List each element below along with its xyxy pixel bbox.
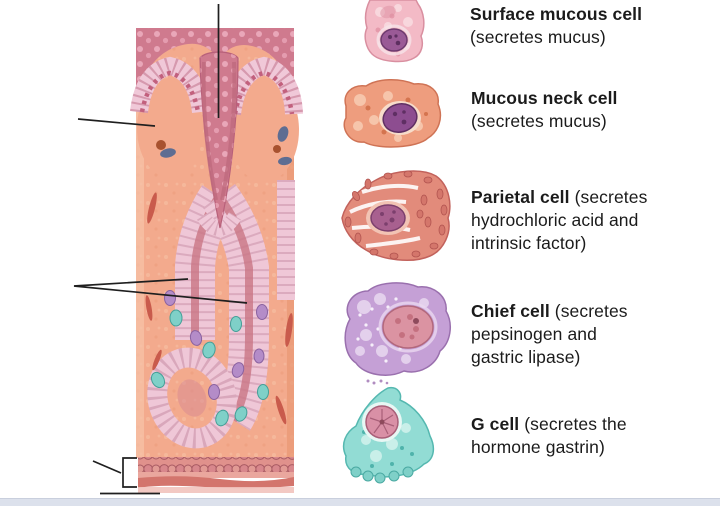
gastric-gland-illustration [0,0,330,506]
pointer-gland-fork [73,278,248,304]
mucous-neck-cell-figure [338,76,448,166]
mucous-neck-cell-label: Mucous neck cell (secretes mucus) [471,87,703,133]
surface-mucous-cell-label: Surface mucous cell (secretes mucus) [470,3,702,49]
pointer-muscularis [92,460,122,474]
g-cell-label: G cell (secretes the hormone gastrin) [471,413,703,459]
cell-description: (secretes mucus) [471,111,607,131]
gland-arch [197,212,241,236]
cell-description: (secretes mucus) [470,27,606,47]
muscularis-mucosae [138,457,294,493]
cell-name: G cell [471,414,520,434]
cell-nucleus [370,204,406,232]
muscularis-bracket [122,457,137,488]
cell-description: (secretes the hormone gastrin) [471,414,627,457]
cell-name: Chief cell [471,301,550,321]
bottom-edge-bar [0,498,720,506]
cell-name: Parietal cell [471,187,570,207]
gland-cross-section [147,347,237,449]
parietal-cell-label: Parietal cell (secretes hydrochloric aci… [471,186,703,255]
chief-cell-label: Chief cell (secretes pepsinogen and gast… [471,300,703,369]
parietal-cell-figure [336,166,456,268]
cell-description: (secretes hydrochloric acid and intrinsi… [471,187,648,253]
cell-nucleus [380,28,408,52]
pointer-lamina [77,118,156,127]
surface-epithelium-cap [136,28,294,110]
surface-mucous-cell-figure [358,0,433,70]
g-cell-figure [336,384,448,486]
gastric-pit-cores [137,78,299,182]
lamina-propria-details [145,126,293,425]
pointer-lines [73,4,248,495]
cell-nucleus [382,103,418,133]
pit-channels [201,61,237,201]
chief-cell-figure [336,279,456,385]
cell-nucleus [382,305,434,349]
cell-description: (secretes pepsinogen and gastric lipase) [471,301,628,367]
cell-name: Surface mucous cell [470,4,643,24]
secretory-cell-accents [150,290,269,427]
cell-name: Mucous neck cell [471,88,618,108]
